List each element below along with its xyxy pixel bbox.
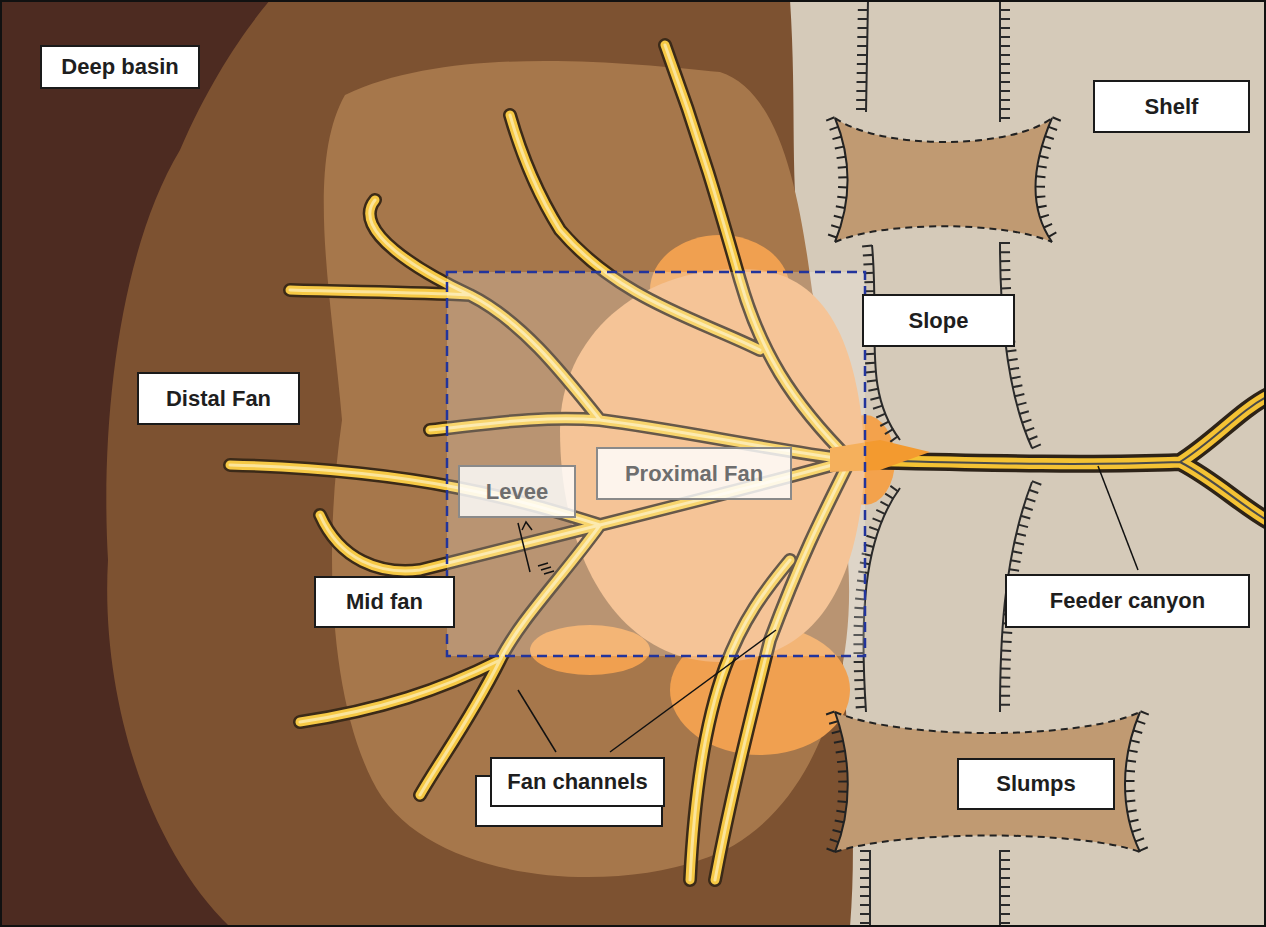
label-text: Distal Fan bbox=[166, 386, 271, 412]
label-box: Mid fan bbox=[314, 576, 455, 628]
slump bbox=[835, 712, 1140, 852]
label-text: Fan channels bbox=[507, 769, 648, 795]
label-text: Proximal Fan bbox=[625, 461, 763, 487]
label-box: Deep basin bbox=[40, 45, 200, 89]
label-text: Slope bbox=[909, 308, 969, 334]
label-box: Fan channels bbox=[490, 757, 665, 807]
label-text: Levee bbox=[486, 479, 548, 505]
label-box: Proximal Fan bbox=[596, 447, 792, 500]
feeder-canyon bbox=[830, 395, 1266, 522]
label-text: Feeder canyon bbox=[1050, 588, 1205, 614]
label-text: Shelf bbox=[1145, 94, 1199, 120]
slump-scarp bbox=[835, 118, 1140, 852]
study-area-box bbox=[447, 272, 865, 656]
label-box: Shelf bbox=[1093, 80, 1250, 133]
label-text: Slumps bbox=[996, 771, 1075, 797]
label-text: Deep basin bbox=[61, 54, 178, 80]
label-box: Slumps bbox=[957, 758, 1115, 810]
label-box: Feeder canyon bbox=[1005, 574, 1250, 628]
slump-side bbox=[835, 118, 1140, 852]
slump bbox=[835, 118, 1052, 242]
slump-hatching bbox=[830, 118, 1145, 852]
label-text: Mid fan bbox=[346, 589, 423, 615]
label-box: Levee bbox=[458, 465, 576, 518]
label-box: Slope bbox=[862, 294, 1015, 347]
label-box: Distal Fan bbox=[137, 372, 300, 425]
